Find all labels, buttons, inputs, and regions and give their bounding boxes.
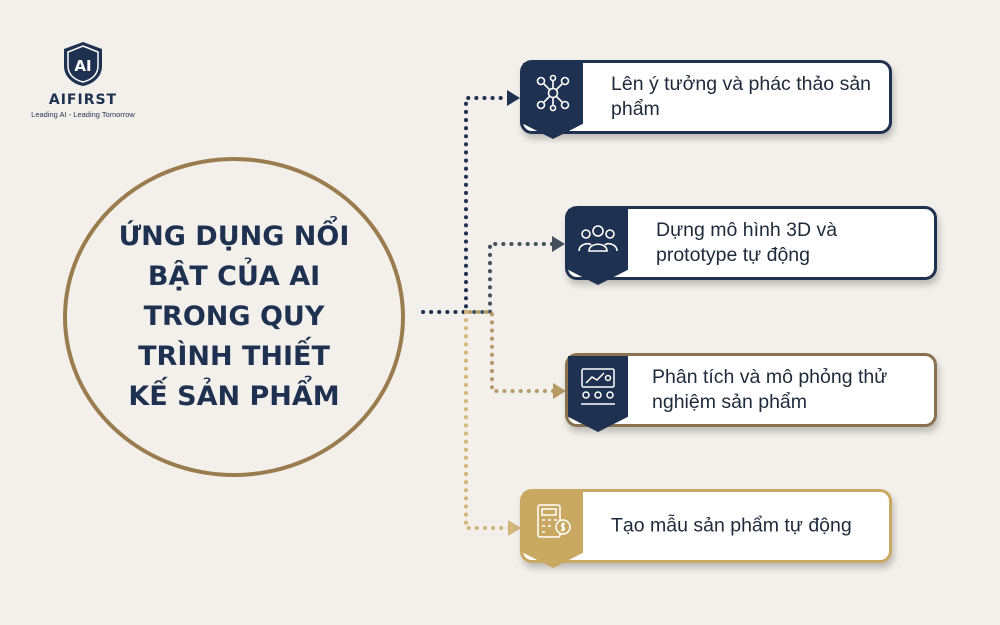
central-title: ỨNG DỤNG NỔI BẬT CỦA AI TRONG QUY TRÌNH …: [118, 221, 350, 412]
connector-line-1: [421, 96, 510, 314]
connector-line-4: [464, 310, 512, 530]
central-topic-circle: ỨNG DỤNG NỔI BẬT CỦA AI TRONG QUY TRÌNH …: [63, 157, 405, 477]
step-3-icon-badge: [568, 356, 628, 432]
step-card-3: Phân tích và mô phỏng thử nghiệm sản phẩ…: [565, 353, 937, 432]
brand-name: AIFIRST: [48, 92, 118, 108]
team-group-icon: [578, 225, 618, 252]
step-4-icon-badge: [523, 492, 583, 568]
step-card-4: Tạo mẫu sản phẩm tự động: [520, 489, 892, 568]
arrowhead-2: [552, 236, 565, 252]
step-3-label: Phân tích và mô phỏng thử nghiệm sản phẩ…: [652, 366, 888, 413]
step-1-icon-badge: [523, 63, 583, 139]
presentation-analysis-icon: [581, 368, 615, 405]
arrowhead-4: [508, 520, 521, 536]
brand-logo: AI AIFIRST Leading AI - Leading Tomorrow: [28, 40, 138, 119]
brand-tagline: Leading AI - Leading Tomorrow: [31, 110, 135, 119]
arrowhead-1: [507, 90, 520, 106]
brainstorm-network-icon: [536, 74, 570, 112]
arrowhead-3: [553, 383, 566, 399]
calculator-coin-icon: [537, 504, 571, 538]
step-card-2: Dựng mô hình 3D và prototype tự động: [565, 206, 937, 285]
connector-line-2: [464, 242, 554, 314]
shield-logo-icon: AI: [64, 42, 102, 86]
step-2-icon-badge: [568, 209, 628, 285]
step-2-label: Dựng mô hình 3D và prototype tự động: [656, 219, 838, 266]
connector-line-3: [468, 310, 556, 393]
step-card-1: Lên ý tưởng và phác thảo sản phẩm: [520, 60, 892, 139]
step-4-label: Tạo mẫu sản phẩm tự động: [611, 514, 852, 537]
logo-letters: AI: [74, 57, 91, 75]
step-1-label: Lên ý tưởng và phác thảo sản phẩm: [611, 73, 872, 120]
